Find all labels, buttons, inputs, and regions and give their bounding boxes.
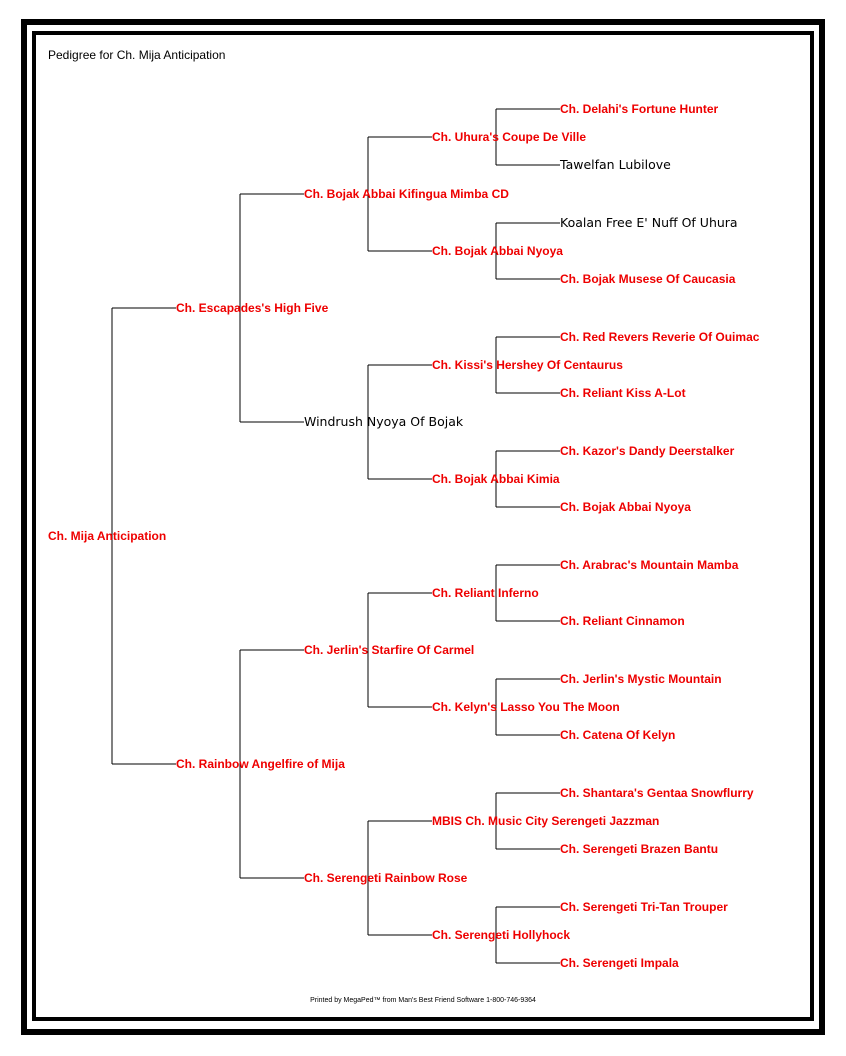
printed-by-footer: Printed by MegaPed™ from Man's Best Frie…: [310, 997, 536, 1004]
dam-dam-name: Ch. Serengeti Rainbow Rose: [304, 871, 468, 885]
gen4-ancestor: Ch. Arabrac's Mountain Mamba: [560, 558, 739, 572]
gen4-ancestor: Ch. Red Revers Reverie Of Ouimac: [560, 330, 760, 344]
gen4-ancestor: Ch. Delahi's Fortune Hunter: [560, 102, 719, 116]
gen4-ancestor: Ch. Shantara's Gentaa Snowflurry: [560, 786, 754, 800]
sire-dam-name: Windrush Nyoya Of Bojak: [304, 414, 464, 429]
gen3-ancestor: Ch. Uhura's Coupe De Ville: [432, 130, 586, 144]
gen4-ancestor: Ch. Bojak Abbai Nyoya: [560, 500, 691, 514]
inner-border: [32, 31, 814, 1021]
gen4-ancestor: Ch. Jerlin's Mystic Mountain: [560, 672, 722, 686]
dam-name: Ch. Rainbow Angelfire of Mija: [176, 757, 345, 771]
gen4-ancestor: Ch. Kazor's Dandy Deerstalker: [560, 444, 735, 458]
gen4-ancestor: Ch. Catena Of Kelyn: [560, 728, 676, 742]
page-title: Pedigree for Ch. Mija Anticipation: [48, 48, 226, 62]
gen4-ancestor: Tawelfan Lubilove: [560, 157, 671, 172]
sire-sire-name: Ch. Bojak Abbai Kifingua Mimba CD: [304, 187, 509, 201]
gen3-ancestor: Ch. Kissi's Hershey Of Centaurus: [432, 358, 623, 372]
gen4-ancestor: Ch. Serengeti Tri-Tan Trouper: [560, 900, 728, 914]
gen3-ancestor: Ch. Serengeti Hollyhock: [432, 928, 571, 942]
gen3-ancestor: MBIS Ch. Music City Serengeti Jazzman: [432, 814, 660, 828]
gen3-ancestor: Ch. Bojak Abbai Nyoya: [432, 244, 563, 258]
gen4-ancestor: Ch. Serengeti Brazen Bantu: [560, 842, 719, 856]
gen4-ancestor: Ch. Serengeti Impala: [560, 956, 679, 970]
gen3-ancestor: Ch. Reliant Inferno: [432, 586, 539, 600]
subject-name: Ch. Mija Anticipation: [48, 529, 167, 543]
gen3-ancestor: Ch. Bojak Abbai Kimia: [432, 472, 560, 486]
gen4-ancestor: Ch. Bojak Musese Of Caucasia: [560, 272, 736, 286]
dam-sire-name: Ch. Jerlin's Starfire Of Carmel: [304, 643, 475, 657]
gen4-ancestor: Ch. Reliant Cinnamon: [560, 614, 685, 628]
gen4-ancestor: Koalan Free E' Nuff Of Uhura: [560, 215, 738, 230]
outer-border: [21, 19, 825, 1035]
gen4-ancestor: Ch. Reliant Kiss A-Lot: [560, 386, 686, 400]
sire-name: Ch. Escapades's High Five: [176, 301, 329, 315]
gen3-ancestor: Ch. Kelyn's Lasso You The Moon: [432, 700, 620, 714]
